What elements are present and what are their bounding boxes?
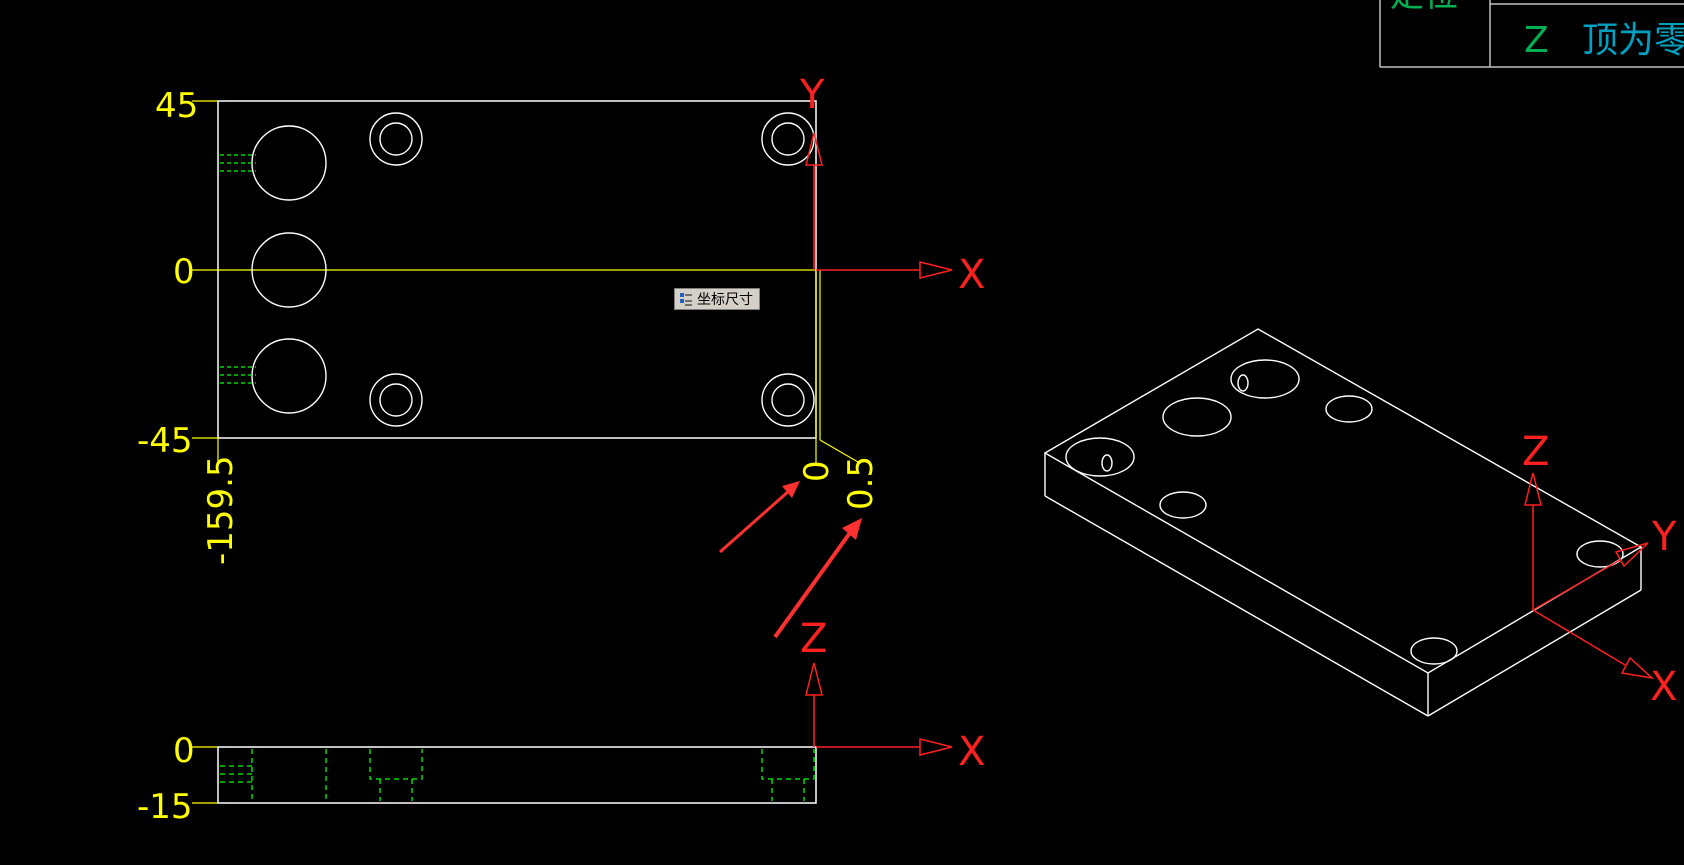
iso-holes[interactable] — [1065, 359, 1624, 665]
coordinate-dimension-icon — [679, 292, 693, 306]
tooltip-label: 坐标尺寸 — [697, 292, 753, 308]
iso-x-axis-label: X — [1650, 664, 1677, 710]
large-hole[interactable] — [251, 232, 327, 308]
dim-x-offset[interactable]: 0.5 — [841, 456, 881, 510]
large-hole[interactable] — [251, 338, 327, 414]
iso-y-axis-label: Y — [1651, 514, 1677, 560]
top-view[interactable]: 45 0 -45 -159.5 0 0.5 X Y — [137, 72, 985, 639]
hidden-tapped-hole — [220, 366, 256, 384]
iso-plate-outline[interactable] — [1043, 328, 1643, 717]
title-top-label: 定位 — [1390, 0, 1458, 15]
annotation-arrow — [719, 481, 800, 554]
hidden-tapped-hole — [220, 154, 256, 172]
title-axis-letter: Z — [1524, 20, 1549, 61]
front-hidden-features — [220, 749, 815, 801]
counterbore-hole[interactable] — [761, 112, 815, 166]
front-view-z-axis-label: Z — [800, 616, 827, 662]
large-hole[interactable] — [251, 125, 327, 201]
iso-ucs — [1524, 472, 1655, 680]
top-view-y-axis-label: Y — [799, 72, 825, 118]
dim-y-bottom[interactable]: -45 — [137, 421, 193, 461]
dim-y-top[interactable]: 45 — [155, 86, 198, 126]
dim-z-bottom[interactable]: -15 — [137, 787, 193, 827]
top-view-ucs — [805, 132, 953, 279]
title-axis-note: 顶为零 — [1582, 20, 1684, 61]
coordinate-dimension-tooltip: 坐标尺寸 — [674, 288, 760, 310]
dim-x-zero[interactable]: 0 — [797, 460, 837, 482]
dim-x-left[interactable]: -159.5 — [201, 455, 241, 565]
top-view-x-axis-label: X — [958, 252, 985, 298]
dim-y-zero[interactable]: 0 — [173, 252, 195, 292]
front-view-x-axis-label: X — [958, 729, 985, 775]
front-view-outline[interactable] — [217, 746, 817, 804]
counterbore-hole[interactable] — [369, 373, 423, 427]
counterbore-hole[interactable] — [761, 373, 815, 427]
title-block: 定位 Z 顶为零 — [1379, 0, 1684, 68]
isometric-view[interactable]: Z Y X — [1043, 328, 1677, 717]
annotation-arrow — [773, 518, 862, 639]
dim-z-zero[interactable]: 0 — [173, 731, 195, 771]
front-view-ucs — [805, 662, 953, 756]
iso-z-axis-label: Z — [1522, 429, 1549, 475]
counterbore-hole[interactable] — [369, 112, 423, 166]
front-view[interactable]: 0 -15 X Z — [137, 616, 985, 827]
